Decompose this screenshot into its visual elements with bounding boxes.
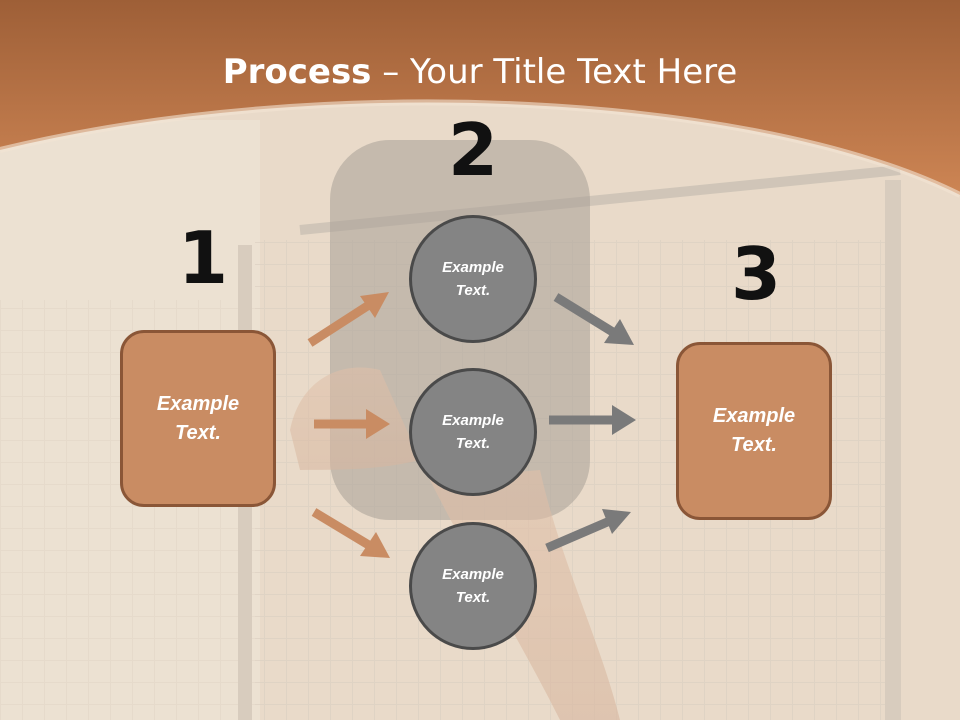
- arrow-box1-to-circle3: [311, 508, 390, 558]
- arrow-box1-to-circle2: [314, 409, 390, 439]
- step-number-3: 3: [731, 232, 782, 316]
- slide-title: Process – Your Title Text Here: [0, 52, 960, 92]
- step-2-circle-middle: Example Text.: [409, 368, 537, 496]
- step-3-box: Example Text.: [676, 342, 832, 520]
- step-number-2: 2: [448, 108, 499, 192]
- arrow-box1-to-circle1: [307, 292, 389, 347]
- arrow-circle3-to-box3: [545, 509, 631, 553]
- arrow-circle1-to-box3: [553, 293, 634, 345]
- step-2-circle-top: Example Text.: [409, 215, 537, 343]
- step-number-1: 1: [178, 216, 229, 300]
- title-bold: Process: [222, 52, 372, 92]
- step-1-box: Example Text.: [120, 330, 276, 507]
- title-rest: – Your Title Text Here: [371, 52, 738, 92]
- step-2-circle-bottom: Example Text.: [409, 522, 537, 650]
- header-band: [0, 0, 960, 198]
- arrow-circle2-to-box3: [549, 405, 636, 435]
